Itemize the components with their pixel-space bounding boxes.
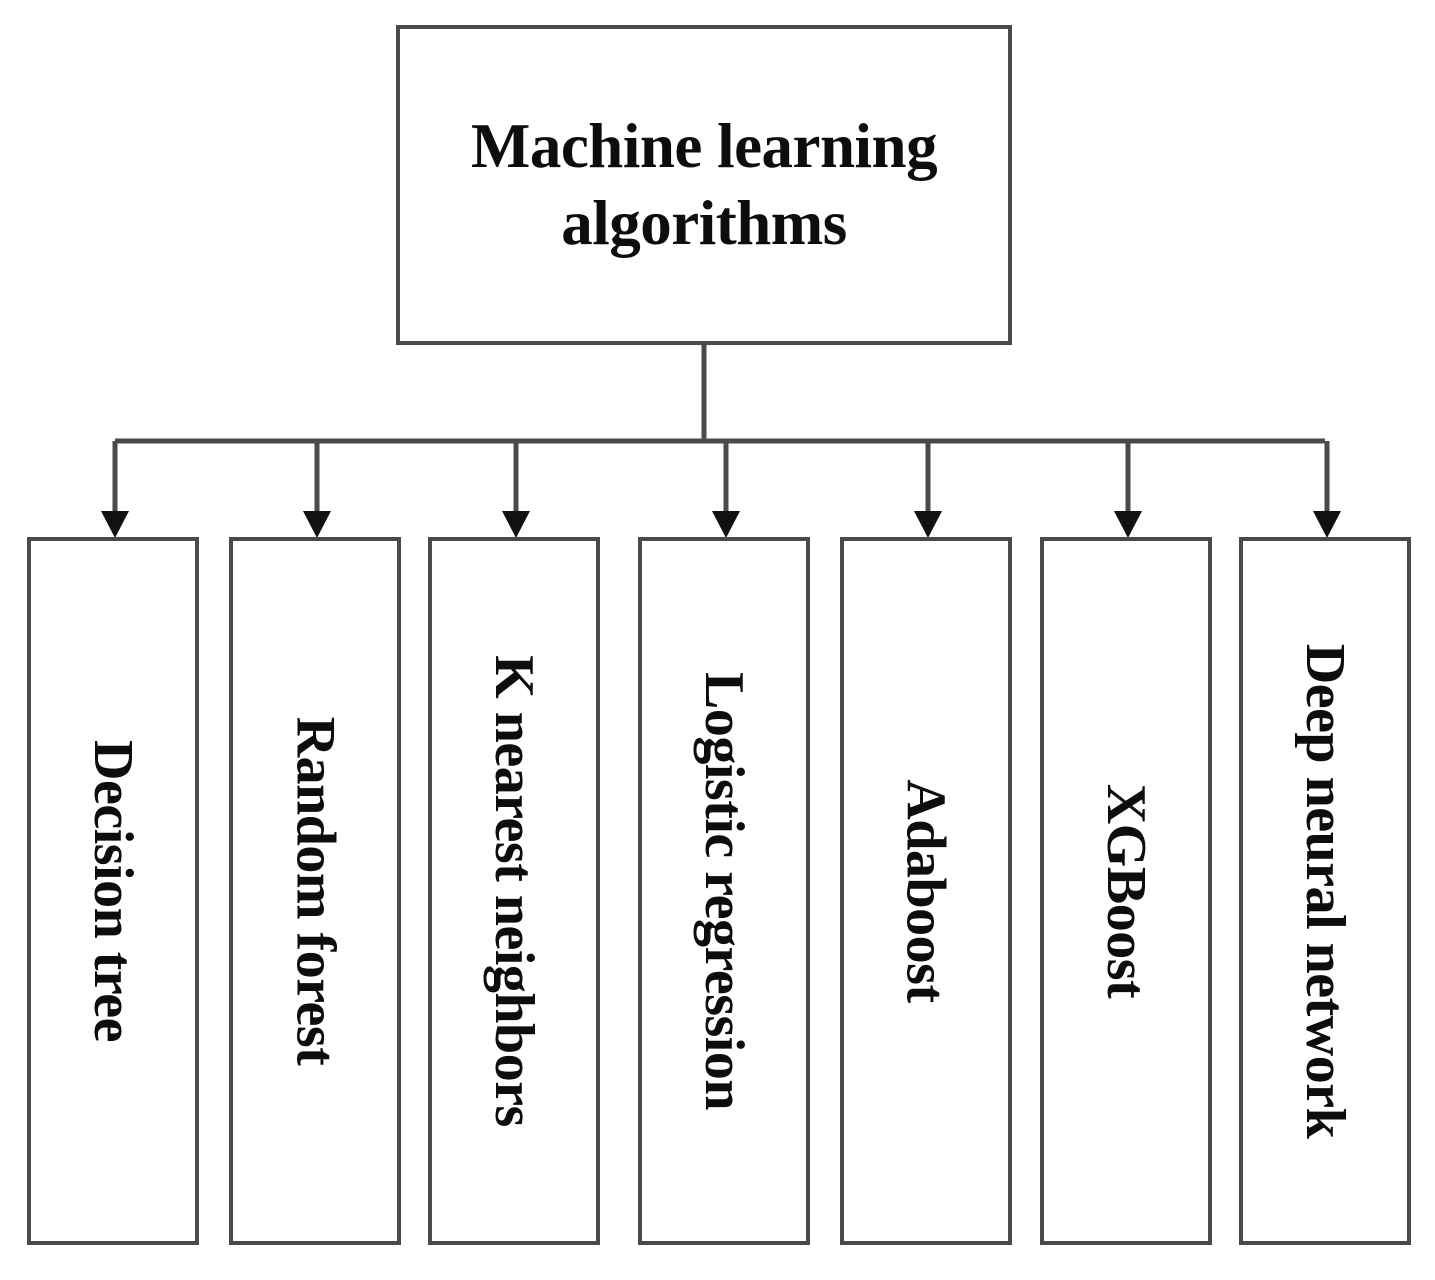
arrowhead-3 xyxy=(502,511,530,538)
root-node-label-line2: algorithms xyxy=(561,188,847,258)
node-k-nearest-neighbors: K nearest neighbors xyxy=(428,537,600,1245)
node-xgboost: XGBoost xyxy=(1040,537,1212,1245)
arrowhead-1 xyxy=(101,511,129,538)
node-adaboost: Adaboost xyxy=(840,537,1012,1245)
node-deep-neural-network: Deep neural network xyxy=(1239,537,1411,1245)
node-label-decision-tree: Decision tree xyxy=(82,740,145,1042)
node-decision-tree: Decision tree xyxy=(27,537,199,1245)
arrowhead-7 xyxy=(1313,511,1341,538)
root-node-label-line1: Machine learning xyxy=(470,111,938,182)
node-label-logistic-regression: Logistic regression xyxy=(693,672,756,1110)
root-node-label: Machine learning algorithms xyxy=(445,108,963,262)
node-label-adaboost: Adaboost xyxy=(895,779,958,1003)
node-label-deep-neural-network: Deep neural network xyxy=(1294,643,1357,1139)
root-node-machine-learning-algorithms: Machine learning algorithms xyxy=(396,25,1012,345)
node-random-forest: Random forest xyxy=(229,537,401,1245)
arrowhead-4 xyxy=(712,511,740,538)
node-label-k-nearest-neighbors: K nearest neighbors xyxy=(483,655,546,1127)
arrowhead-6 xyxy=(1114,511,1142,538)
arrowhead-5 xyxy=(914,511,942,538)
arrowhead-2 xyxy=(303,511,331,538)
node-label-random-forest: Random forest xyxy=(284,716,347,1066)
node-label-xgboost: XGBoost xyxy=(1095,783,1158,999)
node-logistic-regression: Logistic regression xyxy=(638,537,810,1245)
